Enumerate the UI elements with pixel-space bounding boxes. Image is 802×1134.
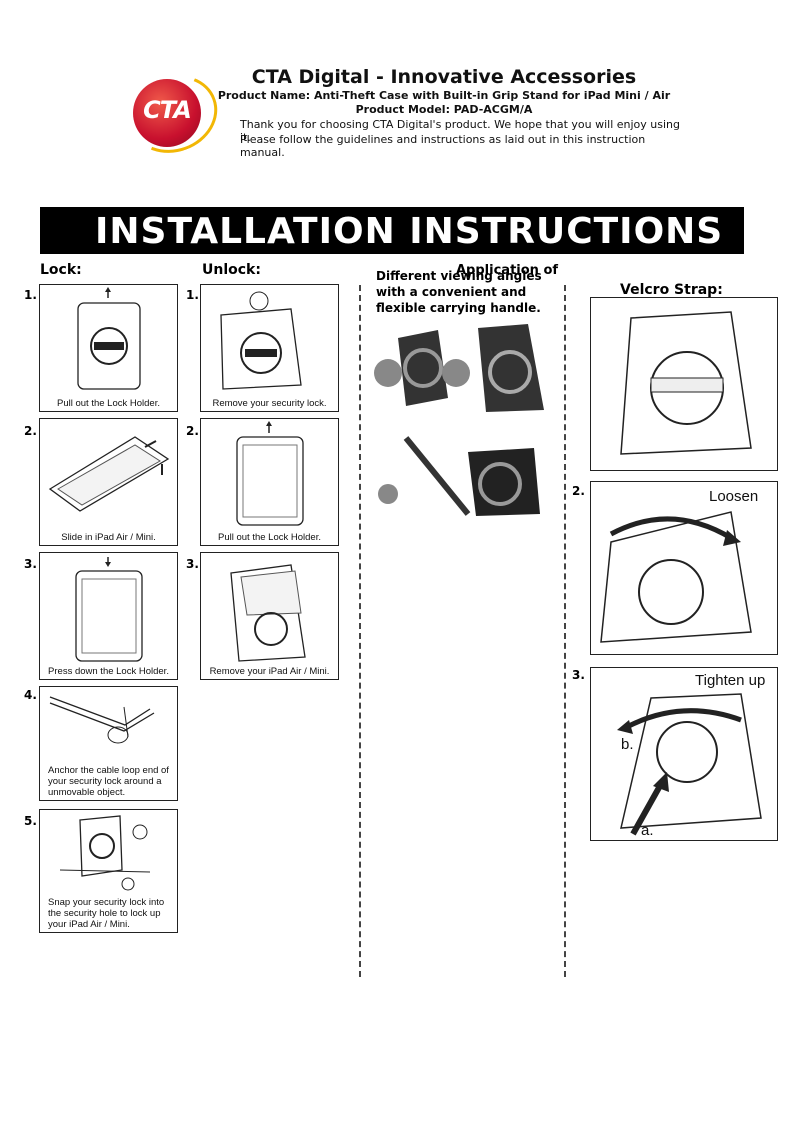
- lock-step-5-caption-3: your iPad Air / Mini.: [48, 919, 130, 930]
- velcro-heading: Velcro Strap:: [620, 282, 723, 298]
- lock-step-2-caption: Slide in iPad Air / Mini.: [61, 532, 156, 543]
- cable-anchor-illustration: [49, 696, 155, 744]
- loosen-strap-illustration: [600, 511, 752, 643]
- tighten-up-label: Tighten up: [695, 672, 766, 689]
- lock-step-1-caption: Pull out the Lock Holder.: [57, 398, 160, 409]
- unlock-step-3-box: Remove your iPad Air / Mini.: [200, 552, 339, 680]
- lock-step-5-caption-2: the security hole to lock up: [48, 908, 161, 919]
- unlock-step-1-num: 1.: [186, 288, 199, 302]
- lock-step-1-box: Pull out the Lock Holder.: [39, 284, 178, 412]
- lock-step-4-caption-1: Anchor the cable loop end of: [48, 765, 169, 776]
- ipad-in-case-illustration: [75, 557, 143, 662]
- label-b: b.: [621, 736, 634, 753]
- application-heading: Application of: [456, 263, 559, 278]
- lock-step-2-num: 2.: [24, 424, 37, 438]
- unlock-step-2-caption: Pull out the Lock Holder.: [218, 532, 321, 543]
- lock-step-3-num: 3.: [24, 557, 37, 571]
- lock-step-4-caption-2: your security lock around a: [48, 776, 162, 787]
- velcro-strap-illustration: [620, 311, 752, 455]
- lock-step-5-box: Snap your security lock into the securit…: [39, 809, 178, 933]
- logo-text: CTA: [143, 96, 192, 124]
- lock-heading: Lock:: [40, 262, 82, 278]
- label-a: a.: [641, 822, 654, 839]
- divider-left: [359, 285, 361, 977]
- tighten-strap-illustration: [617, 693, 762, 836]
- lock-step-5-caption-1: Snap your security lock into: [48, 897, 165, 908]
- banner-text: INSTALLATION INSTRUCTIONS: [95, 211, 724, 252]
- velcro-step-3-box: Tighten up b. a.: [590, 667, 778, 841]
- ipad-case-illustration: [77, 287, 141, 390]
- lock-step-4-box: Anchor the cable loop end of your securi…: [39, 686, 178, 801]
- company-title: CTA Digital - Innovative Accessories: [251, 66, 637, 88]
- lock-step-1-num: 1.: [24, 288, 37, 302]
- velcro-step-2-box: Loosen: [590, 481, 778, 655]
- lock-step-4-caption-3: unmovable object.: [48, 787, 126, 798]
- unlock-step-2-num: 2.: [186, 424, 199, 438]
- lock-step-5-num: 5.: [24, 814, 37, 828]
- velcro-step-2-num: 2.: [572, 484, 585, 498]
- lock-step-3-box: Press down the Lock Holder.: [39, 552, 178, 680]
- divider-right: [564, 285, 566, 977]
- remove-ipad-illustration: [230, 564, 306, 662]
- lock-step-2-box: Slide in iPad Air / Mini.: [39, 418, 178, 546]
- thanks-line-1: Thank you for choosing CTA Digital's pro…: [240, 118, 681, 144]
- application-text-3: flexible carrying handle.: [376, 301, 541, 315]
- viewing-angles-illustration: [374, 324, 544, 516]
- application-text-1: Different viewing angles: [376, 269, 542, 283]
- velcro-step-3-num: 3.: [572, 668, 585, 682]
- product-model: Product Model: PAD-ACGM/A: [355, 103, 533, 116]
- lock-step-3-caption: Press down the Lock Holder.: [48, 666, 169, 677]
- security-lock-illustration: [59, 815, 151, 891]
- velcro-step-1-box: [590, 297, 778, 471]
- unlock-step-2-box: Pull out the Lock Holder.: [200, 418, 339, 546]
- unlock-step-3-num: 3.: [186, 557, 199, 571]
- unlock-heading: Unlock:: [202, 262, 261, 278]
- slide-ipad-illustration: [48, 436, 170, 512]
- lock-step-4-num: 4.: [24, 688, 37, 702]
- cta-logo: [133, 79, 201, 147]
- product-name: Product Name: Anti-Theft Case with Built…: [217, 89, 671, 102]
- remove-lock-illustration: [220, 291, 302, 390]
- unlock-step-1-caption: Remove your security lock.: [212, 398, 327, 409]
- loosen-label: Loosen: [709, 488, 759, 505]
- lock-holder-illustration: [236, 421, 304, 526]
- application-text-2: with a convenient and: [376, 285, 527, 299]
- installation-banner: INSTALLATION INSTRUCTIONS: [40, 207, 744, 254]
- thanks-line-2: Please follow the guidelines and instruc…: [240, 133, 646, 159]
- unlock-step-3-caption: Remove your iPad Air / Mini.: [209, 666, 330, 677]
- unlock-step-1-box: Remove your security lock.: [200, 284, 339, 412]
